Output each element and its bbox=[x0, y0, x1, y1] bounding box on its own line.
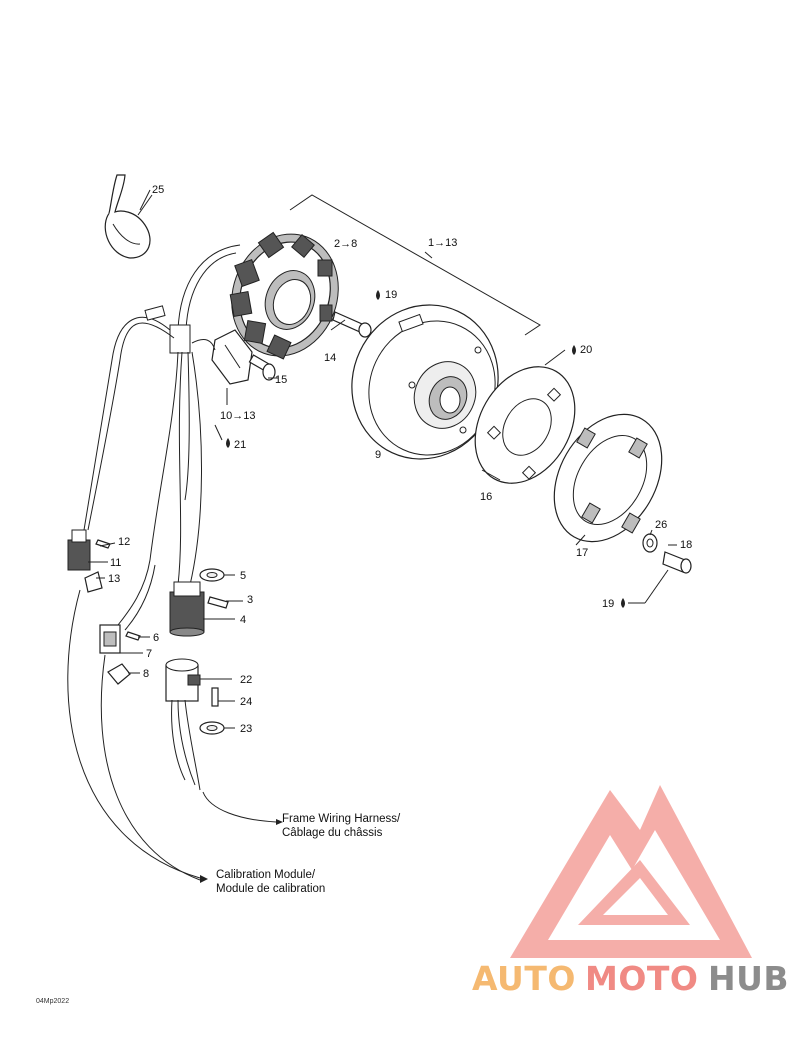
drop-icon-20 bbox=[572, 345, 576, 355]
connector-7 bbox=[99, 624, 121, 654]
callout-10-13: 10→13 bbox=[220, 410, 255, 422]
callout-7: 7 bbox=[146, 648, 152, 660]
watermark-wordmark: AUTO MOTO HUB bbox=[472, 959, 789, 998]
connector-housing-22 bbox=[165, 658, 201, 702]
washer-26 bbox=[642, 533, 658, 553]
leader-lines bbox=[67, 189, 677, 883]
figure-id: 04Mp2022 bbox=[36, 998, 69, 1005]
watermark-text-moto: MOTO bbox=[585, 959, 698, 998]
seal-23 bbox=[199, 721, 225, 735]
callout-13: 13 bbox=[108, 573, 120, 585]
callout-14: 14 bbox=[324, 352, 336, 364]
callout-5: 5 bbox=[240, 570, 246, 582]
terminal-6 bbox=[125, 631, 141, 641]
watermark-text-auto: AUTO bbox=[472, 959, 576, 998]
watermark-text-hub: HUB bbox=[708, 959, 789, 998]
callout-22: 22 bbox=[240, 674, 252, 686]
screw-15 bbox=[248, 354, 276, 381]
connector-housing-4 bbox=[169, 581, 205, 637]
seal-5 bbox=[199, 568, 225, 582]
drop-icon-19-top bbox=[376, 290, 380, 300]
clip-8 bbox=[107, 663, 131, 685]
harness-wires-22 bbox=[171, 699, 201, 791]
starter-cup bbox=[553, 413, 663, 543]
terminal-12 bbox=[95, 539, 111, 549]
callout-8: 8 bbox=[143, 668, 149, 680]
callout-18: 18 bbox=[680, 539, 692, 551]
callout-24: 24 bbox=[240, 696, 252, 708]
trigger-plate bbox=[474, 366, 576, 484]
callout-21: 21 bbox=[234, 439, 246, 451]
callout-17: 17 bbox=[576, 547, 588, 559]
terminal-3 bbox=[207, 596, 229, 609]
stator bbox=[229, 231, 339, 360]
callout-4: 4 bbox=[240, 614, 246, 626]
drop-icon-19-bottom bbox=[621, 598, 625, 608]
callout-9: 9 bbox=[375, 449, 381, 461]
callout-19-top: 19 bbox=[385, 289, 397, 301]
callout-11: 11 bbox=[110, 557, 121, 569]
connector-11 bbox=[67, 529, 91, 571]
caption-frame-harness-en: Frame Wiring Harness/ bbox=[282, 813, 401, 825]
stator-wire-harness bbox=[83, 244, 241, 631]
captions: Frame Wiring Harness/ Câblage du châssis… bbox=[216, 813, 401, 895]
caption-frame-harness-fr: Câblage du châssis bbox=[282, 827, 383, 839]
terminal-24 bbox=[211, 687, 219, 707]
callout-20: 20 bbox=[580, 344, 592, 356]
callout-labels: 25 2→8 1→13 19 14 15 20 10→13 21 9 16 26… bbox=[108, 184, 692, 735]
clip-13 bbox=[84, 571, 103, 593]
watermark-logo bbox=[510, 785, 752, 958]
wire-bracket-sensor bbox=[191, 329, 253, 385]
tie-wrap bbox=[104, 174, 153, 259]
callout-23: 23 bbox=[240, 723, 252, 735]
caption-calibration-en: Calibration Module/ bbox=[216, 869, 316, 881]
callout-26: 26 bbox=[655, 519, 667, 531]
callout-1-13: 1→13 bbox=[428, 237, 457, 249]
bolt-18 bbox=[662, 551, 692, 574]
callout-16: 16 bbox=[480, 491, 492, 503]
callout-6: 6 bbox=[153, 632, 159, 644]
callout-2-8: 2→8 bbox=[334, 238, 357, 250]
kit-bracket bbox=[289, 194, 541, 336]
drop-icon-21 bbox=[226, 438, 230, 448]
kit-bracket-leader bbox=[424, 251, 433, 259]
caption-calibration-fr: Module de calibration bbox=[216, 883, 325, 895]
callout-19-bottom: 19 bbox=[602, 598, 614, 610]
callout-12: 12 bbox=[118, 536, 130, 548]
callout-25: 25 bbox=[152, 184, 164, 196]
screw-14 bbox=[332, 311, 372, 338]
flywheel bbox=[351, 304, 499, 460]
callout-3: 3 bbox=[247, 594, 253, 606]
callout-15: 15 bbox=[275, 374, 287, 386]
